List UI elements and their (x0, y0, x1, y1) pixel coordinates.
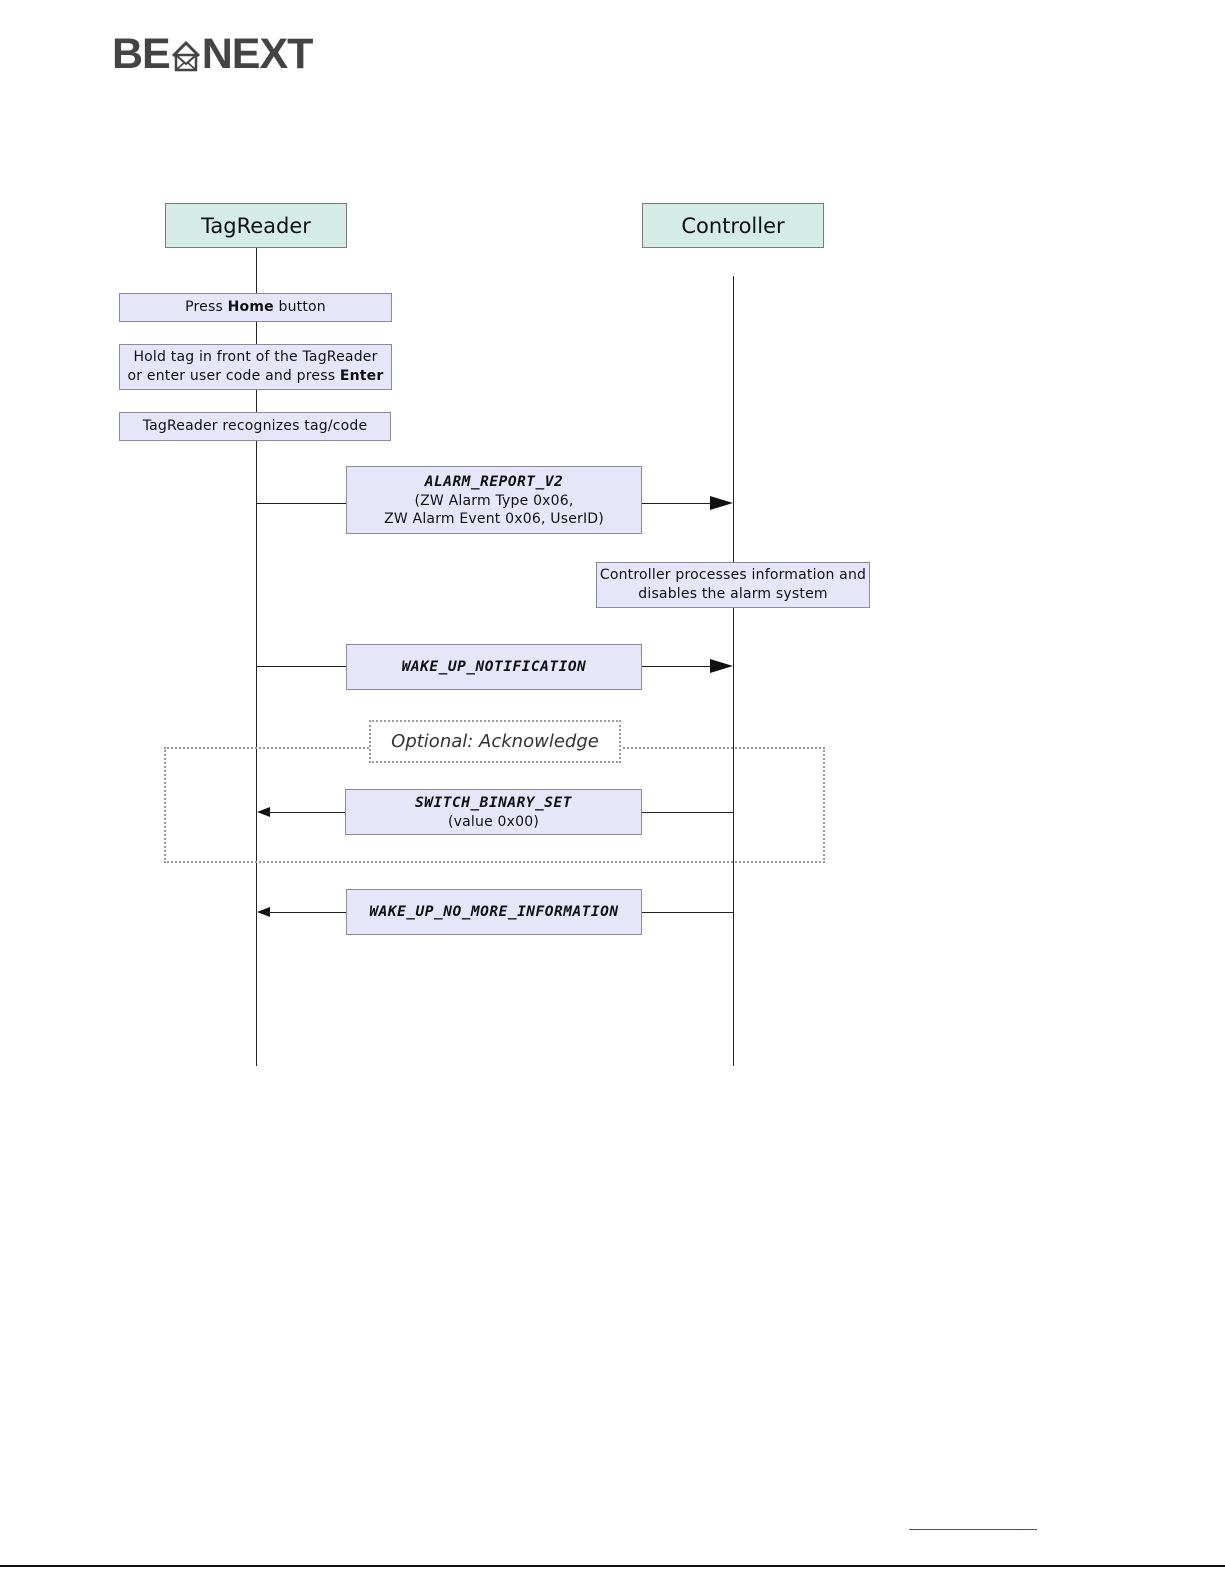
logo-text-right: NEXT (201, 29, 314, 78)
footer-rule (0, 1565, 1225, 1567)
wake-up-notification-line-right (642, 666, 714, 667)
footer-link-underline[interactable] (909, 1529, 1037, 1530)
house-icon (171, 40, 200, 72)
message-switch-binary-set: SWITCH_BINARY_SET (value 0x00) (345, 789, 642, 835)
step-hold-tag-line1: Hold tag in front of the TagReader (133, 349, 378, 365)
alarm-report-line-right (642, 503, 714, 504)
message-wake-up-no-more-information: WAKE_UP_NO_MORE_INFORMATION (346, 889, 642, 935)
step-recognizes: TagReader recognizes tag/code (119, 412, 391, 441)
message-switch-binary-set-line1: (value 0x00) (447, 813, 540, 830)
company-logo: BE NEXT (112, 29, 314, 78)
step-press-home-text: Press Home button (185, 299, 326, 315)
switch-binary-set-line-left (266, 812, 346, 813)
step-controller-processes: Controller processes information and dis… (596, 562, 870, 608)
step-hold-tag-line2: or enter user code and press Enter (127, 368, 384, 384)
step-press-home: Press Home button (119, 293, 392, 322)
arrowhead-right-icon (710, 496, 733, 510)
step-controller-processes-line2: disables the alarm system (638, 586, 828, 602)
message-wake-up-no-more-information-title: WAKE_UP_NO_MORE_INFORMATION (369, 903, 619, 920)
step-recognizes-text: TagReader recognizes tag/code (142, 418, 368, 434)
arrowhead-left-icon (257, 807, 270, 817)
step-hold-tag: Hold tag in front of the TagReader or en… (119, 344, 392, 390)
lifeline-tagreader (256, 248, 257, 1066)
arrowhead-right-icon (710, 659, 733, 673)
optional-frame-label: Optional: Acknowledge (369, 720, 621, 763)
lifeline-header-controller: Controller (642, 203, 824, 248)
message-alarm-report-line2: ZW Alarm Event 0x06, UserID) (384, 510, 604, 527)
lifeline-header-tagreader: TagReader (165, 203, 347, 248)
message-alarm-report-line1: (ZW Alarm Type 0x06, (414, 492, 574, 509)
message-wake-up-notification: WAKE_UP_NOTIFICATION (346, 644, 642, 690)
message-switch-binary-set-title: SWITCH_BINARY_SET (415, 794, 572, 811)
wake-up-notification-line-left (257, 666, 347, 667)
message-wake-up-notification-title: WAKE_UP_NOTIFICATION (401, 658, 587, 675)
switch-binary-set-line-right (642, 812, 733, 813)
wake-up-no-more-line-left (266, 912, 347, 913)
lifeline-controller (733, 276, 734, 1066)
arrowhead-left-icon (257, 907, 270, 917)
logo-text-left: BE (112, 29, 171, 78)
wake-up-no-more-line-right (642, 912, 733, 913)
alarm-report-line-left (257, 503, 347, 504)
step-controller-processes-line1: Controller processes information and (599, 567, 867, 583)
message-alarm-report: ALARM_REPORT_V2 (ZW Alarm Type 0x06, ZW … (346, 466, 642, 534)
message-alarm-report-title: ALARM_REPORT_V2 (424, 473, 564, 490)
